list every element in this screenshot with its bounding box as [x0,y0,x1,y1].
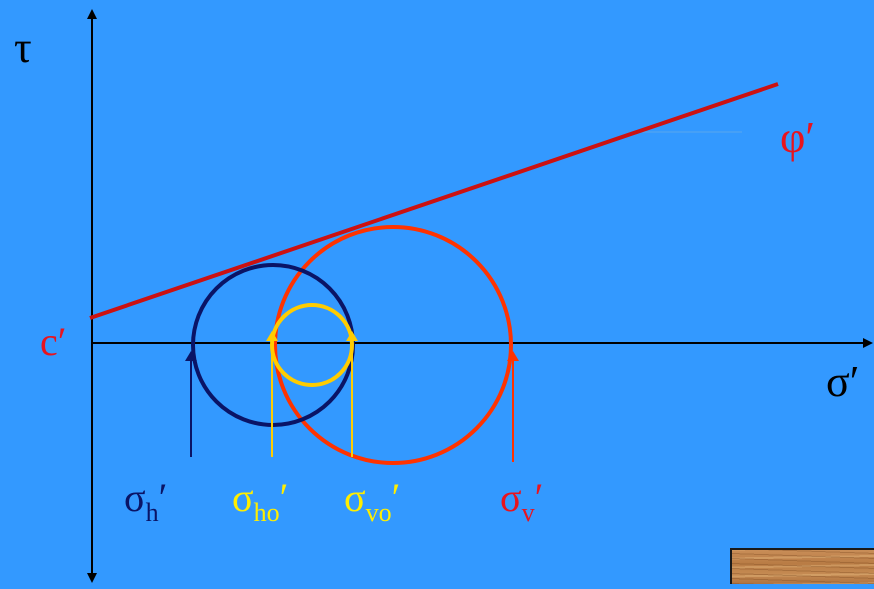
circle-o [270,303,354,387]
sigma-v-base: σ [500,475,522,520]
sigma-h-base: σ [124,475,146,520]
sigma-vo-prime: ′ [391,475,401,520]
sigma-v-label: σv′ [500,478,543,526]
sigma-vo-sub: vo [365,498,392,527]
sigma-h-sub: h [145,498,159,527]
sigma-h-prime: ′ [158,475,168,520]
sigma-vo-label: σvo′ [344,478,400,526]
cohesion-label: c′ [40,319,67,364]
sigma-ho-prime: ′ [279,475,289,520]
sigma-ho-label: σho′ [232,478,288,526]
failure-envelope [89,82,779,320]
phi-label: φ′ [780,113,816,162]
sigma-vo-base: σ [344,475,366,520]
circle-v [273,225,513,465]
sigma-ho-base: σ [232,475,254,520]
sigma-v-prime: ′ [534,475,544,520]
wood-texture-block [730,548,874,584]
sigma-v-sub: v [521,498,535,527]
sigma-ho-sub: ho [253,498,280,527]
tau-label: τ [14,23,32,72]
sigma-h-label: σh′ [124,478,167,526]
sigma-axis-label: σ′ [826,357,860,406]
